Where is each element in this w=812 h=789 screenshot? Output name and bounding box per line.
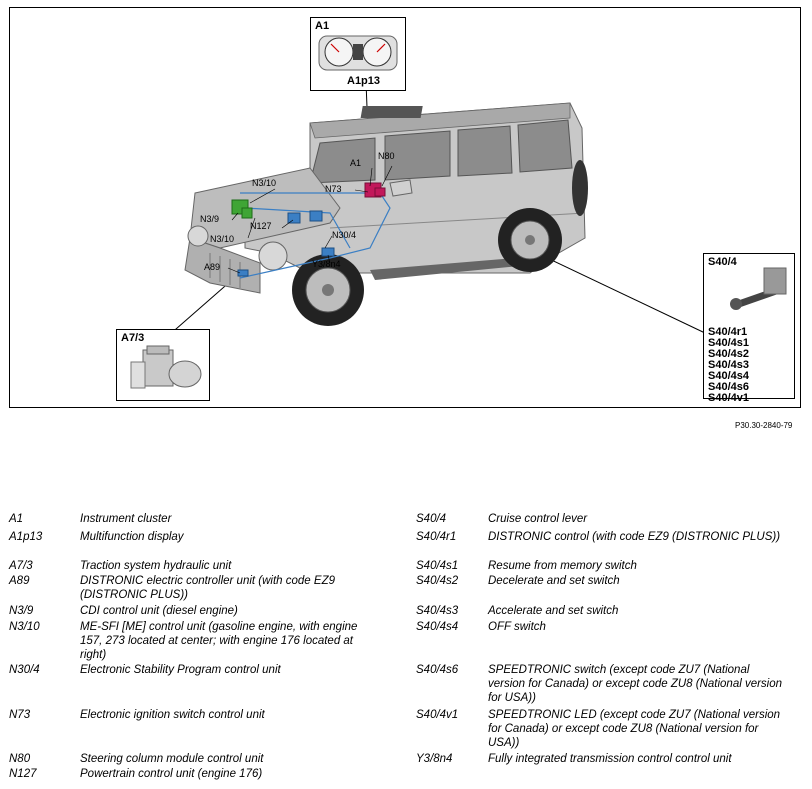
legend-desc: Instrument cluster — [80, 513, 172, 525]
legend-desc: Decelerate and set switch — [488, 575, 620, 587]
legend-desc: DISTRONIC control (with code EZ9 (DISTRO… — [488, 531, 781, 543]
legend-code: S40/4s2 — [416, 575, 459, 587]
callout-y3-8n4: Y3/8n4 — [312, 259, 341, 269]
legend-code: S40/4s4 — [416, 621, 459, 633]
legend-code: S40/4s1 — [416, 560, 459, 572]
callout-n3-10-bottom: N3/10 — [210, 234, 235, 244]
legend-code: N30/4 — [9, 664, 40, 676]
callout-n3-10-top: N3/10 — [252, 178, 277, 188]
s40-4-code-item: S40/4v1 — [708, 392, 749, 404]
legend-code: S40/4v1 — [416, 709, 459, 721]
legend-code: S40/4s3 — [416, 605, 459, 617]
inset-a1-title: A1 — [315, 20, 330, 32]
legend-desc: Accelerate and set switch — [488, 605, 619, 617]
legend-code: N127 — [9, 768, 37, 780]
legend-desc: Cruise control lever — [488, 513, 588, 525]
legend-code: N73 — [9, 709, 31, 721]
legend-code: N3/10 — [9, 621, 40, 633]
instrument-cluster-image — [318, 35, 398, 71]
legend-code: N80 — [9, 753, 31, 765]
legend-desc: Steering column module control unit — [80, 753, 264, 765]
s40-4-code-item: S40/4s3 — [708, 359, 749, 371]
figure-reference: P30.30-2840-79 — [735, 421, 793, 430]
legend-code: S40/4 — [416, 513, 447, 525]
s40-4-code-item: S40/4s6 — [708, 381, 749, 393]
legend-desc: Traction system hydraulic unit — [80, 560, 232, 572]
legend-desc: SPEEDTRONIC LED (except code ZU7 (Nation… — [488, 709, 781, 749]
legend-code: N3/9 — [9, 605, 34, 617]
inset-hydraulic-unit: A7/3 — [116, 329, 210, 401]
inset-s40-4-title: S40/4 — [708, 256, 737, 268]
figure-frame: A1 N80 N3/10 N73 N3/9 N127 N3/10 N30/4 Y… — [9, 7, 801, 408]
cruise-control-lever-image — [730, 267, 787, 310]
legend-code: S40/4r1 — [416, 531, 457, 543]
legend-desc: Electronic Stability Program control uni… — [80, 664, 281, 676]
inset-instrument-cluster: A1 A1p13 — [310, 17, 406, 91]
vehicle-illustration — [159, 81, 706, 344]
legend-desc: Electronic ignition switch control unit — [80, 709, 265, 721]
s40-4-code-item: S40/4s4 — [708, 370, 749, 382]
legend-desc: ME-SFI [ME] control unit (gasoline engin… — [80, 621, 358, 661]
legend-code: A89 — [9, 575, 30, 587]
callout-n3-9: N3/9 — [200, 214, 220, 224]
callout-n80: N80 — [378, 151, 395, 161]
legend-desc: DISTRONIC electric controller unit (with… — [80, 575, 335, 601]
s40-4-code-item: S40/4r1 — [708, 326, 748, 338]
legend-code: A7/3 — [9, 560, 33, 572]
hydraulic-unit-image — [130, 345, 202, 389]
inset-cruise-control-lever: S40/4 S40/4r1 S40/4s1 S40/4s2 S40/4s3 S4… — [703, 253, 795, 404]
inset-a1p13-label: A1p13 — [347, 75, 381, 87]
legend-code: A1p13 — [9, 531, 43, 543]
inset-a7-3-title: A7/3 — [121, 332, 145, 344]
legend-desc: OFF switch — [488, 621, 546, 633]
callout-a1: A1 — [350, 158, 362, 168]
legend-desc: Powertrain control unit (engine 176) — [80, 768, 263, 780]
legend-desc: Resume from memory switch — [488, 560, 637, 572]
s40-4-code-item: S40/4s2 — [708, 348, 749, 360]
legend-desc: CDI control unit (diesel engine) — [80, 605, 238, 617]
legend-desc: SPEEDTRONIC switch (except code ZU7 (Nat… — [488, 664, 783, 704]
callout-n30-4: N30/4 — [332, 230, 357, 240]
callout-a89: A89 — [204, 262, 221, 272]
legend-desc: Multifunction display — [80, 531, 184, 543]
callout-n127: N127 — [250, 221, 272, 231]
callout-n73: N73 — [325, 184, 342, 194]
legend-code: S40/4s6 — [416, 664, 459, 676]
legend-desc: Fully integrated transmission control co… — [488, 753, 732, 765]
s40-4-code-item: S40/4s1 — [708, 337, 749, 349]
legend-code: A1 — [9, 513, 24, 525]
legend-code: Y3/8n4 — [416, 753, 453, 765]
